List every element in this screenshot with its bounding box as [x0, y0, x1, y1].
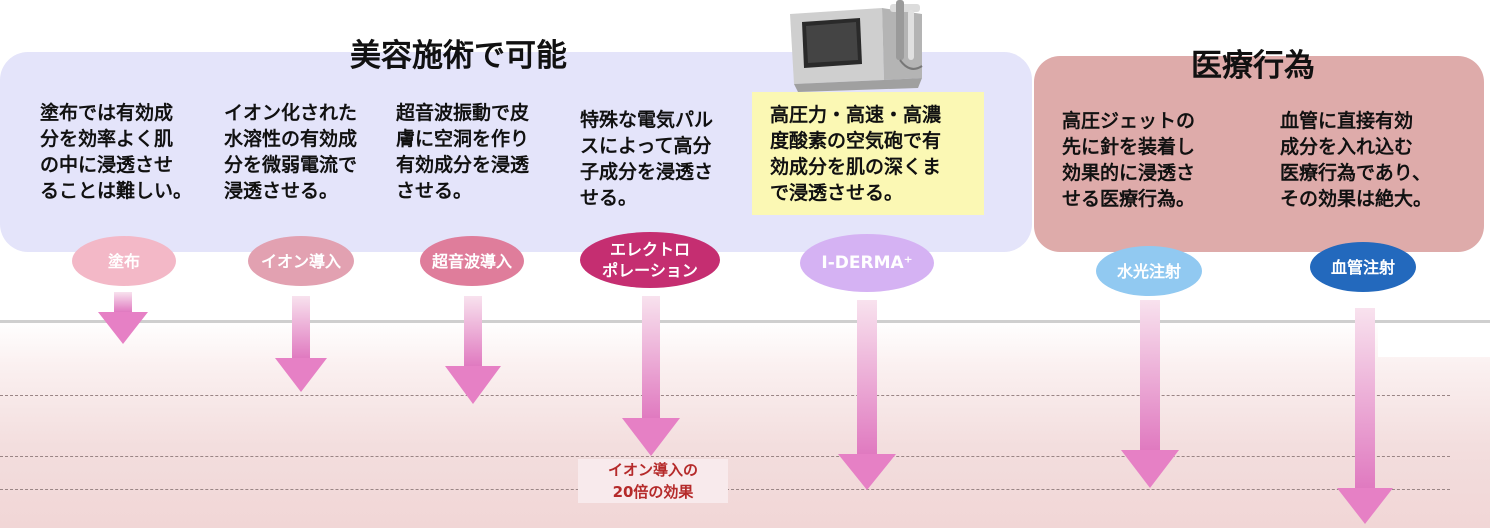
skin-layer-background: [0, 322, 1490, 528]
effect-note: イオン導入の 20倍の効果: [578, 459, 728, 503]
description-vascular-injection: 血管に直接有効 成分を入れ込む 医療行為であり、 その効果は絶大。: [1280, 110, 1433, 210]
depth-arrow-aqua-injection: [1121, 300, 1179, 488]
device-illustration: [790, 0, 923, 92]
method-electroporation: エレクトロ ポレーション: [580, 232, 720, 288]
skin-notch: [1378, 323, 1490, 357]
depth-arrow-vascular-injection: [1337, 308, 1393, 526]
depth-arrow-electroporation: [622, 296, 680, 456]
depth-arrow-i-derma: [838, 300, 896, 490]
depth-arrow-topical: [98, 292, 148, 344]
depth-arrow-ultrasonic: [445, 296, 501, 404]
description-aqua-injection: 高圧ジェットの 先に針を装着し 効果的に浸透さ せる医療行為。: [1062, 110, 1196, 210]
method-i-derma: Ⅰ-DERMA⁺: [800, 234, 934, 292]
medical-procedures-panel: [1034, 56, 1484, 252]
method-topical: 塗布: [72, 236, 176, 286]
skin-depth-line-1: [0, 395, 1450, 396]
medical-title: 医療行為: [1191, 48, 1315, 84]
depth-arrow-iontophoresis: [275, 296, 327, 392]
description-topical: 塗布では有効成 分を効率よく肌 の中に浸透させ ることは難しい。: [40, 102, 193, 202]
description-ultrasonic: 超音波振動で皮 膚に空洞を作り 有効成分を浸透 させる。: [396, 102, 530, 202]
method-vascular-injection: 血管注射: [1310, 242, 1416, 292]
skin-surface-line: [0, 320, 1490, 323]
description-iontophoresis: イオン化された 水溶性の有効成 分を微弱電流で 浸透させる。: [224, 102, 358, 202]
method-iontophoresis: イオン導入: [248, 236, 354, 286]
skin-depth-line-2: [0, 456, 1450, 457]
beauty-title: 美容施術で可能: [350, 38, 567, 74]
description-electroporation: 特殊な電気パル スによって高分 子成分を浸透さ せる。: [580, 109, 714, 209]
method-aqua-injection: 水光注射: [1096, 246, 1202, 296]
description-i-derma: 高圧力・高速・高濃 度酸素の空気砲で有 効成分を肌の深くま で浸透させる。: [752, 92, 984, 215]
method-ultrasonic: 超音波導入: [420, 236, 524, 286]
